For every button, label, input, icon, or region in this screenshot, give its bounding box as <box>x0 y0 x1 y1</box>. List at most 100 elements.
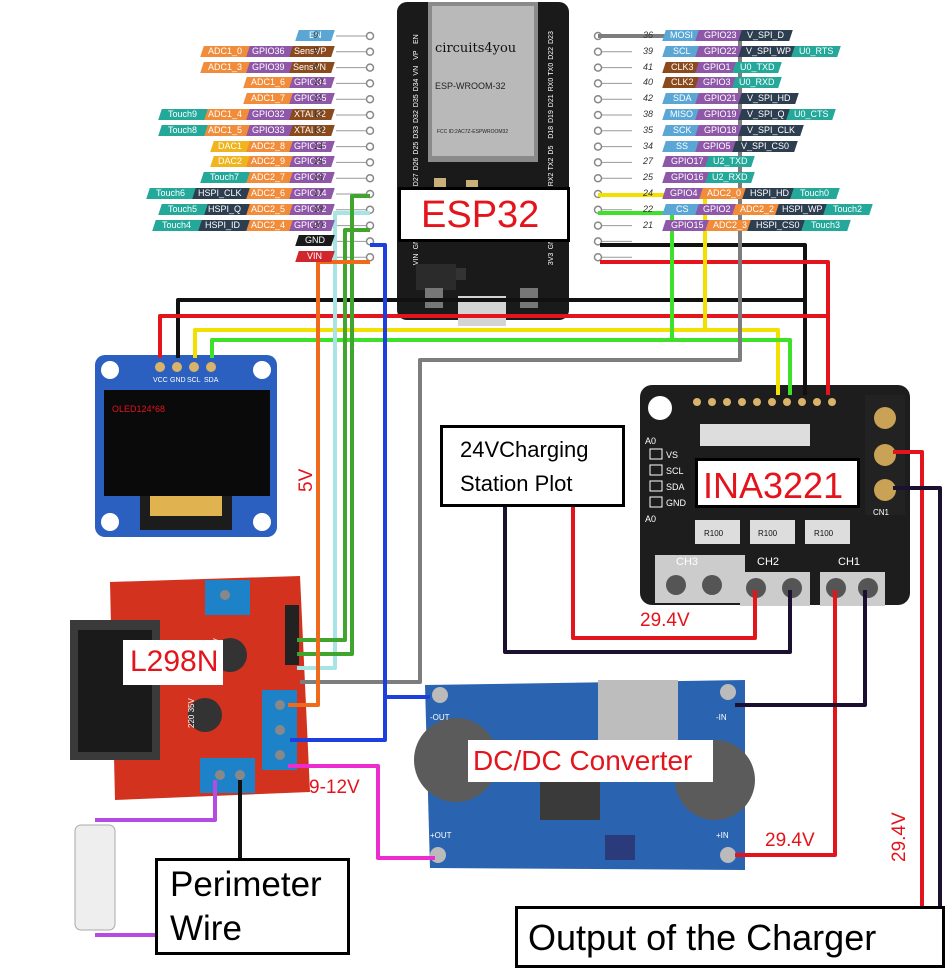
esp32-pin-number: 18 <box>313 203 324 214</box>
ina-pin-pad <box>649 496 663 508</box>
esp32-pin-label: SensVP <box>285 45 335 57</box>
esp32-pin-label-text: HSPI_WP <box>781 203 823 214</box>
esp32-pin-label-text: GPIO4 <box>670 188 698 198</box>
esp32-pin-label: GPIO35 <box>285 93 335 105</box>
esp32-pin-label: DAC2 <box>210 156 250 168</box>
oled-pin <box>155 362 165 372</box>
esp-silk-label: D25 <box>413 142 420 155</box>
esp32-pin-label: HSPI_ID <box>194 219 250 231</box>
esp32-pin-label-text: U2_TXD <box>712 156 747 167</box>
charger-output-title: Output of the Charger <box>528 917 877 958</box>
esp32-pin-label: HSPI_Q <box>200 203 250 215</box>
esp32-pin-label: Touch2 <box>823 203 873 215</box>
esp32-pin-label: XTAL32 <box>285 109 335 120</box>
ina-cn1: CN1 <box>873 508 890 517</box>
esp32-pin-label-text: ADC1_3 <box>207 61 242 72</box>
esp32-pin-label: SensVN <box>285 61 335 73</box>
esp32-pin-label: U0_CTS <box>786 109 836 120</box>
dcdc-in-minus: -IN <box>716 713 727 722</box>
esp32-pin-label-text: GPIO3 <box>703 77 731 88</box>
charger-output-box: Output of the Charger <box>515 906 945 968</box>
esp32-pin-label: V_SPI_CS0 <box>732 140 799 152</box>
ch2-plus-wire <box>571 505 757 640</box>
esp32-pin-label-text: V_SPI_HD <box>746 93 790 104</box>
oled-pin <box>172 362 182 372</box>
esp32-pin-label: V_SPI_Q <box>737 109 793 120</box>
esp32-title: ESP32 <box>421 194 540 236</box>
pin-dot <box>593 142 603 151</box>
esp32-pin-label: GPIO13 <box>285 219 335 231</box>
esp32-pin-number: 39 <box>643 45 654 56</box>
esp32-pin-label: ADC1_0 <box>200 45 250 57</box>
esp32-pin-label-text: HSPI_Q <box>208 203 242 214</box>
ina-a0-bottom: A0 <box>645 514 656 524</box>
esp32-pin-label-text: ADC1_7 <box>250 93 285 104</box>
esp-silk-label: D5 <box>548 146 555 155</box>
esp32-pin-label: ADC2_4 <box>243 219 293 231</box>
esp32-pin-label-text: SCK <box>672 124 692 135</box>
esp32-pin-label-text: ADC2_0 <box>706 188 741 198</box>
esp32-pin-label: DAC1 <box>210 140 250 152</box>
esp32-pin-number: 35 <box>643 124 654 135</box>
esp32-pin-label-text: CS <box>675 203 689 214</box>
pin-dot <box>593 221 603 230</box>
esp32-pin-label-text: ADC1_0 <box>207 45 242 56</box>
pin-dot <box>365 63 375 72</box>
ch2-minus-wire <box>503 505 792 654</box>
pin-dot <box>365 158 375 167</box>
pin-dot <box>365 79 375 88</box>
esp32-pin-label-text: Touch3 <box>811 219 841 230</box>
esp32-pin-label-text: Touch0 <box>800 188 830 198</box>
pin-dot <box>365 142 375 151</box>
pin-dot <box>593 252 603 262</box>
esp32-pin-label: V_SPI_WP <box>737 45 799 57</box>
esp32-pin-number: 40 <box>643 77 654 88</box>
esp-silk-label: D23 <box>548 31 555 44</box>
vcc-wire-oled <box>158 314 828 358</box>
dcdc-title: DC/DC Converter <box>473 745 693 776</box>
pin-dot <box>365 252 375 262</box>
vin-wire <box>288 260 370 707</box>
esp32-pin-label-text: CLK2 <box>670 77 694 88</box>
esp32-pin-label-text: ADC2_5 <box>250 203 285 214</box>
esp32-pin-label-text: ADC1_6 <box>250 77 285 88</box>
ina-pin-pad <box>649 448 663 460</box>
esp-silk-label: D32 <box>413 110 420 123</box>
ina-header-pin <box>738 398 746 406</box>
esp32-pin-number: 17 <box>313 188 324 198</box>
ch1-minus-wire <box>735 590 867 707</box>
esp32-pin-label-text: GPIO15 <box>670 219 704 230</box>
esp32-pin-label: GPIO39 <box>243 61 293 73</box>
esp32-pin-label: Touch9 <box>157 109 207 120</box>
esp32-pin-number: 38 <box>643 109 654 119</box>
esp32-pin-label-text: ADC2_3 <box>712 219 747 230</box>
pin-dot <box>593 110 603 120</box>
esp32-pin-label-text: SensVP <box>293 45 327 56</box>
esp32-pin-label-text: U0_TXD <box>739 61 775 72</box>
esp32-pin-label: GPIO14 <box>285 188 335 199</box>
esp32-pin-number: 10 <box>313 77 324 88</box>
esp32-pin-label-text: ADC2_9 <box>250 156 285 167</box>
esp32-pin-label-text: CLK3 <box>670 61 694 72</box>
esp32-pin-label: ADC2_2 <box>732 203 782 215</box>
esp32-pin-label-text: Touch6 <box>156 188 186 198</box>
esp32-pin-label: GPIO27 <box>285 172 335 184</box>
esp-module: ESP-WROOM-32 <box>435 81 506 91</box>
esp32-pin-label: GPIO26 <box>285 156 335 168</box>
esp32-pin-label-text: ADC2_4 <box>250 219 285 230</box>
esp32-pin-label-text: MOSI <box>670 30 694 40</box>
esp32-pin-label-text: SCL <box>673 45 691 56</box>
esp32-pin-number: 11 <box>313 93 323 104</box>
esp32-pin-label: ADC2_0 <box>699 188 749 199</box>
esp32-pin-label-text: V_SPI_WP <box>745 45 791 56</box>
esp32-pin-label: HSPI_WP <box>774 203 830 215</box>
vcc-wire-ina <box>600 260 830 395</box>
esp-silk-label: D22 <box>548 47 555 60</box>
esp-silk-label: EN <box>413 34 420 44</box>
esp32-pin-label: ADC1_7 <box>243 93 293 105</box>
l298-cap2: 220 35V <box>187 698 196 728</box>
esp-silk-label: D34 <box>413 78 420 91</box>
esp32-pin-label-text: ADC2_2 <box>739 203 774 214</box>
label-9-12v: 9-12V <box>309 777 360 798</box>
